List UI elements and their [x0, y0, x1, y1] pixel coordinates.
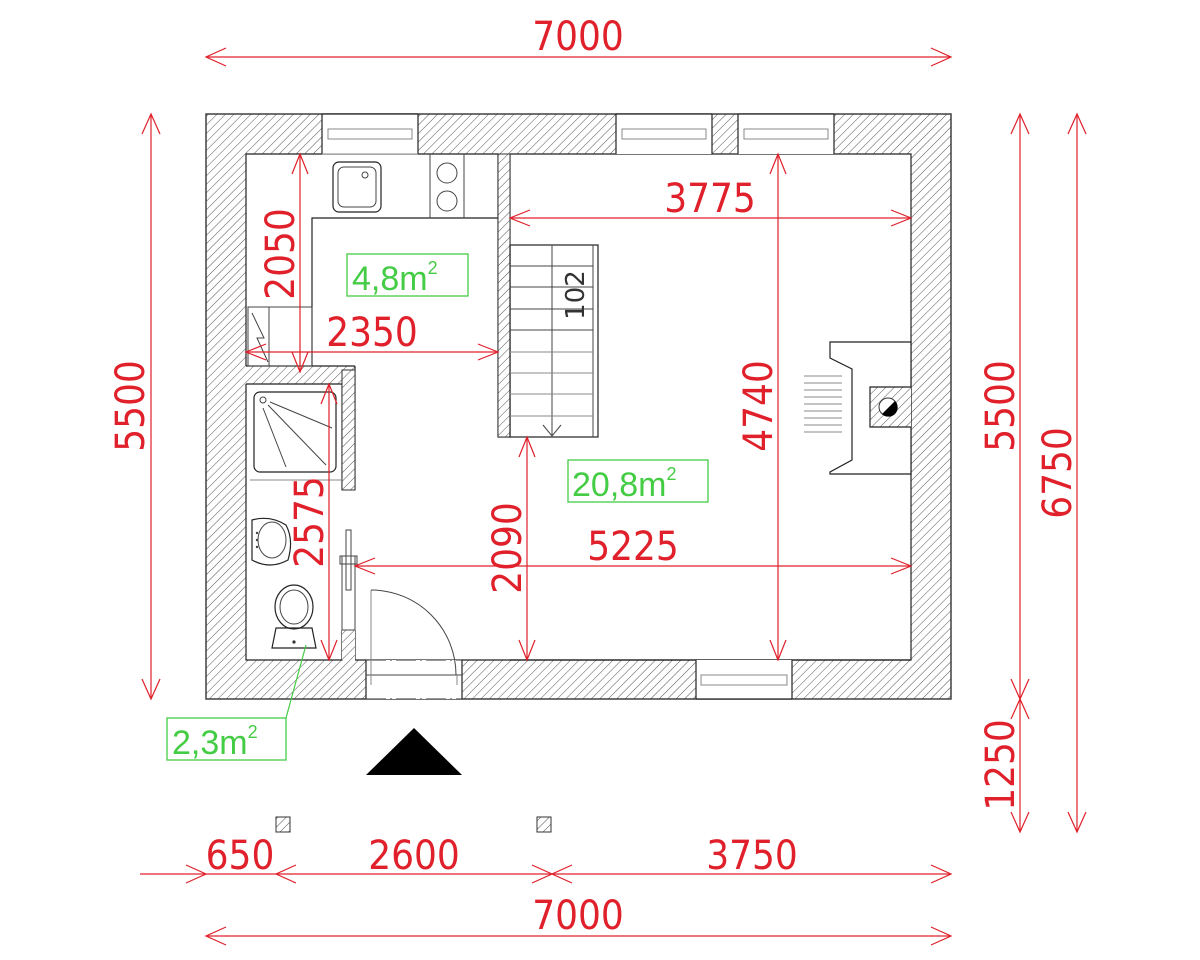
dim-living-lower-width: 5225 [587, 524, 679, 570]
bathroom-door [339, 529, 358, 631]
dim-kitchen-width: 2350 [326, 310, 418, 356]
bathroom-area-sup: 2 [248, 722, 258, 742]
dimension-lines [140, 47, 1087, 946]
living-area-sup: 2 [667, 464, 677, 484]
windows [321, 113, 835, 700]
dim-hall-stair-height: 2090 [485, 502, 531, 594]
fireplace-icon [804, 341, 912, 475]
dim-bottom-seg-3: 3750 [706, 833, 798, 879]
dim-right-terrace: 1250 [978, 719, 1024, 811]
kitchen-area-value: 4,8m [352, 260, 428, 298]
dim-bottom-seg-2: 2600 [368, 833, 460, 879]
dim-living-upper-width: 3775 [664, 176, 756, 222]
staircase-label: 102 [561, 270, 591, 320]
area-label-living-room: 20,8m2 [567, 459, 709, 504]
dim-kitchen-height: 2050 [258, 208, 304, 300]
staircase: 102 [509, 244, 599, 438]
svg-text:4,8m2: 4,8m2 [352, 258, 438, 298]
dim-bathroom-height: 2575 [287, 476, 333, 568]
kitchen-sink-icon [332, 161, 382, 213]
window-living-2 [737, 113, 835, 154]
dim-right-overall: 6750 [1035, 427, 1081, 519]
column-marker-right [536, 816, 552, 833]
dim-top-total: 7000 [532, 14, 624, 60]
svg-text:20,8m2: 20,8m2 [572, 464, 677, 504]
area-label-kitchen: 4,8m2 [346, 253, 469, 298]
living-area-value: 20,8m [572, 466, 667, 504]
kitchen-fixtures [247, 154, 498, 367]
window-kitchen [321, 113, 419, 155]
washbasin-icon [251, 517, 292, 566]
window-living-1 [615, 113, 713, 154]
area-label-bathroom: 2,3m2 [166, 644, 307, 762]
electrical-panel-icon [247, 306, 313, 367]
dim-bottom-seg-1: 650 [206, 833, 275, 879]
stove-hob-icon [436, 162, 458, 212]
kitchen-area-sup: 2 [428, 258, 438, 278]
column-marker-left [275, 816, 291, 833]
bathroom-area-value: 2,3m [172, 724, 248, 762]
entrance-marker-icon [366, 728, 462, 775]
shower-tray-icon [253, 391, 337, 473]
window-living-bottom [695, 660, 793, 700]
dim-right-building: 5500 [978, 360, 1024, 452]
svg-text:2,3m2: 2,3m2 [172, 722, 258, 762]
dimension-labels: 7000 7000 650 2600 3750 5500 5500 1250 6… [108, 14, 1081, 939]
dim-bottom-total: 7000 [532, 893, 624, 939]
entrance-door [365, 589, 463, 700]
dim-left-height: 5500 [108, 360, 154, 452]
bathroom-fixtures [250, 391, 342, 649]
toilet-icon [271, 584, 317, 649]
interior-floor [246, 154, 911, 660]
dim-living-height: 4740 [736, 360, 782, 452]
